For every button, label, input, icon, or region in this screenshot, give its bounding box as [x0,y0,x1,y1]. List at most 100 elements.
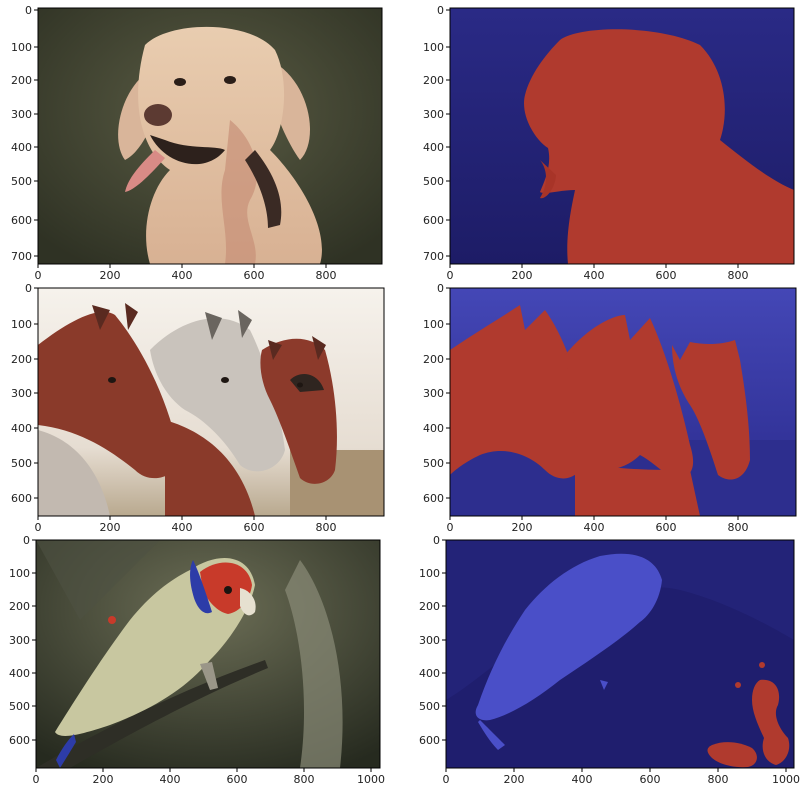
x-tick-label: 1000 [357,773,385,786]
y-tick-label: 200 [419,600,440,613]
y-tick-label: 0 [437,282,444,295]
x-tick-label: 0 [35,521,42,534]
x-tick-label: 800 [728,521,749,534]
y-tick-label: 400 [423,422,444,435]
x-tick-label: 1000 [772,773,800,786]
y-tick-label: 600 [423,492,444,505]
horses-photo-frame [37,287,385,517]
dog-segmentation-panel [449,7,795,265]
y-tick-label: 300 [423,108,444,121]
horses-photo-axes: 0 200 400 600 800 0 100 200 300 400 500 600 [11,282,337,534]
bird-segmentation-frame [445,539,795,769]
x-tick-label: 600 [656,521,677,534]
dog-segmentation-image [450,8,794,265]
x-tick-label: 800 [708,773,729,786]
bird-photo-panel [35,539,381,769]
y-tick-label: 200 [11,353,32,366]
bird-photo-axes: 0 200 400 600 800 1000 0 100 200 300 400 500 600 [9,534,385,786]
y-tick-label: 100 [423,41,444,54]
horses-photo-panel [37,287,385,517]
x-tick-label: 600 [244,521,265,534]
y-tick-label: 500 [11,175,32,188]
x-tick-label: 400 [172,269,193,282]
y-tick-label: 0 [437,4,444,17]
x-tick-label: 600 [227,773,248,786]
x-tick-label: 0 [447,269,454,282]
y-tick-label: 100 [11,318,32,331]
horses-segmentation-frame [449,287,797,517]
y-tick-label: 500 [423,457,444,470]
dog-segmentation-axes: 0 200 400 600 800 0 100 200 300 400 500 600 700 [423,4,749,282]
y-tick-label: 700 [11,250,32,263]
bird-segmentation-image [446,540,794,768]
y-tick-label: 300 [11,387,32,400]
dog-segmentation-frame [449,7,795,265]
y-tick-label: 200 [11,74,32,87]
x-tick-label: 800 [316,269,337,282]
x-tick-label: 200 [512,269,533,282]
x-tick-label: 400 [572,773,593,786]
bird-segmentation-panel [445,539,795,769]
x-tick-label: 0 [35,269,42,282]
y-tick-label: 600 [9,734,30,747]
x-tick-label: 200 [100,269,121,282]
bird-segmentation-axes: 0 200 400 600 800 1000 0 100 200 300 400 500 600 [419,534,800,786]
y-tick-label: 500 [9,700,30,713]
x-tick-label: 200 [504,773,525,786]
x-tick-label: 400 [172,521,193,534]
dog-photo-frame [37,7,383,265]
y-tick-label: 100 [9,567,30,580]
y-tick-label: 500 [11,457,32,470]
y-tick-label: 100 [11,41,32,54]
y-tick-label: 300 [9,634,30,647]
horses-photo-image [38,288,384,516]
y-tick-label: 100 [419,567,440,580]
y-tick-label: 300 [419,634,440,647]
y-tick-label: 700 [423,250,444,263]
x-tick-label: 400 [584,521,605,534]
x-tick-label: 0 [443,773,450,786]
y-tick-label: 0 [23,534,30,547]
x-tick-label: 200 [100,521,121,534]
horses-segmentation-panel [449,287,797,517]
y-tick-label: 0 [25,4,32,17]
bird-photo-image [36,540,380,768]
y-tick-label: 200 [9,600,30,613]
dog-photo-panel [37,7,383,265]
bird-photo-frame [35,539,381,769]
x-tick-label: 200 [512,521,533,534]
y-tick-label: 600 [419,734,440,747]
y-tick-label: 400 [11,422,32,435]
x-tick-label: 800 [728,269,749,282]
x-tick-label: 200 [93,773,114,786]
horses-segmentation-image [450,288,796,516]
x-tick-label: 600 [244,269,265,282]
y-tick-label: 200 [423,74,444,87]
x-tick-label: 800 [316,521,337,534]
y-tick-label: 300 [423,387,444,400]
y-tick-label: 300 [11,108,32,121]
x-tick-label: 600 [656,269,677,282]
y-tick-label: 600 [423,214,444,227]
y-tick-label: 500 [419,700,440,713]
dog-photo-image [38,8,382,264]
y-tick-label: 0 [433,534,440,547]
x-tick-label: 800 [294,773,315,786]
x-tick-label: 0 [447,521,454,534]
y-tick-label: 0 [25,282,32,295]
y-tick-label: 400 [423,141,444,154]
x-tick-label: 0 [33,773,40,786]
x-tick-label: 600 [640,773,661,786]
y-tick-label: 400 [419,667,440,680]
y-tick-label: 400 [9,667,30,680]
x-tick-label: 400 [584,269,605,282]
y-tick-label: 200 [423,353,444,366]
y-tick-label: 500 [423,175,444,188]
y-tick-label: 600 [11,214,32,227]
x-tick-label: 400 [160,773,181,786]
y-tick-label: 600 [11,492,32,505]
